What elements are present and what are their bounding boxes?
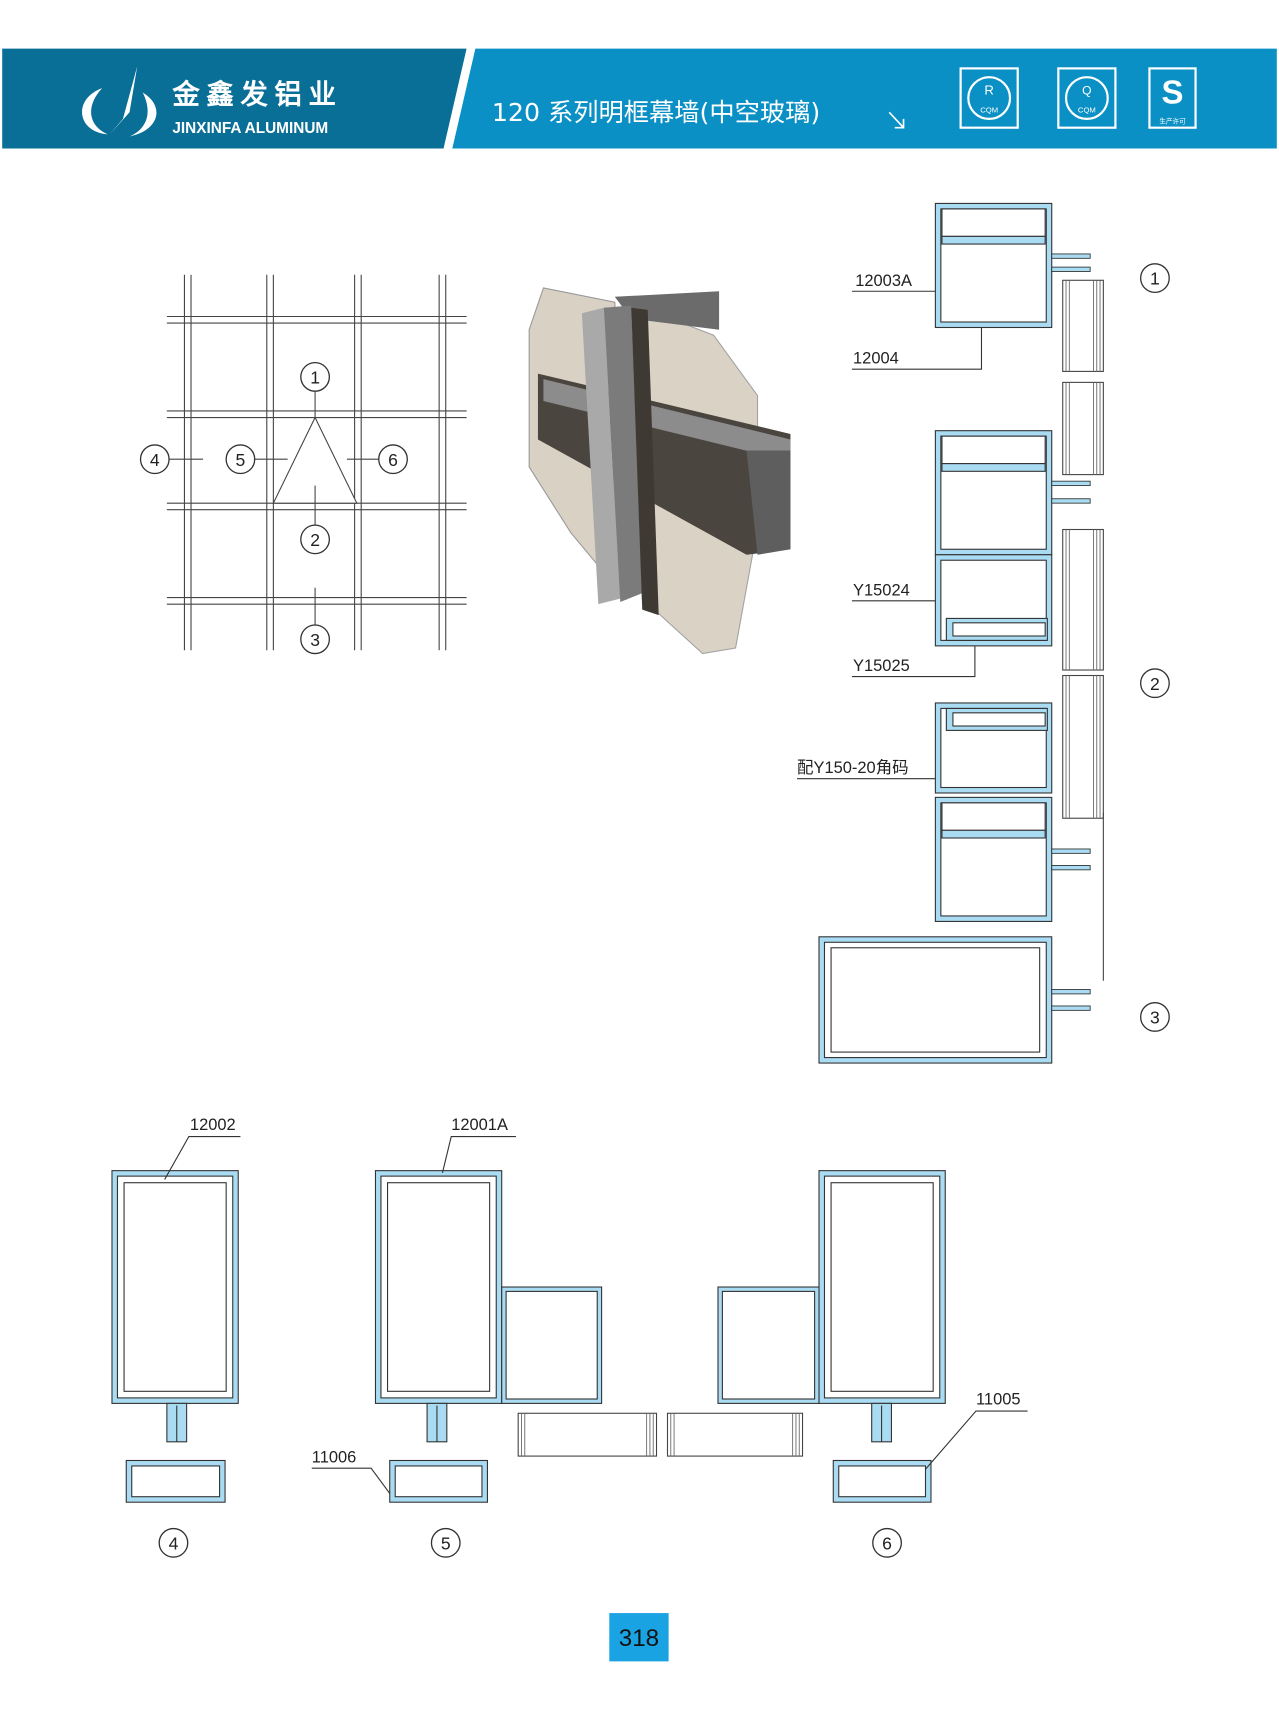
right-section-labels: 12003A 12004 Y15024 Y15025 配Y150-20角码 bbox=[797, 272, 983, 780]
glass-unit bbox=[1062, 528, 1104, 671]
elevation-grid-diagram bbox=[166, 274, 467, 651]
label-12002: 12002 bbox=[190, 1116, 236, 1134]
qs-badge-caption: 生产许可 bbox=[1159, 116, 1186, 125]
section-marker-circle bbox=[158, 1527, 189, 1558]
label-Y15024: Y15024 bbox=[853, 581, 910, 599]
label-11006: 11006 bbox=[312, 1449, 357, 1467]
profile-web bbox=[941, 829, 1046, 839]
profile-cavity bbox=[394, 1465, 483, 1498]
fixing-fin bbox=[1051, 253, 1091, 259]
elevation-marker-number: 4 bbox=[150, 450, 160, 470]
elevation-marker-number: 5 bbox=[236, 450, 246, 470]
section-marker-number: 3 bbox=[1150, 1008, 1160, 1028]
qs-letter: S bbox=[1162, 74, 1184, 111]
profile-cavity bbox=[386, 1182, 491, 1392]
fixing-fin bbox=[1051, 989, 1091, 995]
profile-web bbox=[941, 235, 1046, 245]
profile-cavity bbox=[952, 622, 1046, 637]
section-marker-circle bbox=[1140, 263, 1170, 294]
elevation-marker-circle bbox=[300, 524, 331, 555]
top-chamber bbox=[941, 208, 1046, 237]
q-letter: Q bbox=[1082, 84, 1091, 98]
profile-cavity bbox=[838, 1465, 927, 1498]
section-marker-number: 2 bbox=[1150, 674, 1160, 694]
page-number-box: 318 bbox=[609, 1613, 669, 1662]
glass-unit bbox=[1062, 381, 1104, 476]
section-marker-number: 5 bbox=[441, 1533, 451, 1553]
profile-web bbox=[941, 463, 1046, 472]
glass-unit bbox=[517, 1412, 658, 1457]
profile-cavity bbox=[131, 1465, 221, 1498]
section-marker-circle bbox=[430, 1527, 461, 1558]
glass-unit bbox=[1062, 674, 1104, 819]
label-Y15025: Y15025 bbox=[853, 657, 910, 675]
elevation-marker-number: 3 bbox=[310, 630, 320, 650]
qs-production-license-icon: S 生产许可 bbox=[1148, 67, 1197, 129]
section-marker-circle bbox=[1140, 668, 1170, 699]
brand-name-en: JINXINFA ALUMINUM bbox=[172, 120, 328, 137]
section-marker-circle bbox=[872, 1527, 902, 1558]
bottom-section-labels: 12002 12001A 11006 11005 bbox=[164, 1116, 1028, 1494]
profile-cavity bbox=[830, 947, 1041, 1053]
fixing-fin bbox=[1051, 498, 1091, 504]
elevation-marker-circle bbox=[139, 444, 170, 475]
arrow-down-right-icon bbox=[888, 111, 905, 129]
fixing-fin bbox=[1051, 848, 1091, 854]
curtain-wall-3d-render bbox=[528, 287, 791, 655]
brand-name-cn: 金鑫发铝业 bbox=[171, 79, 342, 111]
profile-cavity bbox=[505, 1290, 598, 1400]
profile-cavity bbox=[952, 712, 1046, 727]
fixing-fin bbox=[1051, 865, 1091, 871]
glass-unit bbox=[1062, 279, 1104, 372]
profile-cavity bbox=[721, 1290, 816, 1400]
elevation-marker-number: 6 bbox=[388, 450, 398, 470]
label-11005: 11005 bbox=[976, 1390, 1021, 1408]
section-marker-circle bbox=[1140, 1002, 1170, 1032]
elevation-marker-circle bbox=[300, 624, 331, 655]
elevation-marker-number: 1 bbox=[310, 367, 320, 387]
q-badge-caption: CQM bbox=[1078, 105, 1096, 114]
header-banner: 金鑫发铝业 JINXINFA ALUMINUM 120 系列明框幕墙(中空玻璃)… bbox=[2, 48, 1277, 149]
top-chamber bbox=[941, 435, 1046, 465]
glass-unit bbox=[666, 1412, 804, 1457]
detail-markers: 1 2 3 4 5 6 1 2 3 4 5 6 bbox=[139, 263, 1170, 1558]
profile-cavity bbox=[123, 1182, 227, 1392]
elevation-marker-number: 2 bbox=[310, 530, 320, 550]
page-title: 120 系列明框幕墙(中空玻璃) bbox=[492, 98, 820, 127]
fixing-fin bbox=[1051, 480, 1091, 487]
logo-icon bbox=[82, 66, 157, 137]
fixing-fin bbox=[1051, 1005, 1091, 1011]
q-cqm-certification-icon: Q CQM bbox=[1057, 67, 1117, 129]
label-12004: 12004 bbox=[853, 350, 899, 368]
section-marker-number: 6 bbox=[882, 1533, 892, 1553]
elevation-marker-circle bbox=[378, 444, 408, 475]
label-corner-connector: 配Y150-20角码 bbox=[797, 759, 909, 777]
section-marker-number: 4 bbox=[169, 1533, 179, 1553]
label-12003A: 12003A bbox=[855, 272, 912, 290]
vertical-section-diagram bbox=[818, 202, 1104, 1064]
fixing-fin bbox=[1051, 266, 1091, 272]
horizontal-section-diagram bbox=[111, 1170, 946, 1503]
page-number: 318 bbox=[619, 1625, 659, 1652]
r-letter: R bbox=[984, 83, 994, 98]
top-chamber bbox=[941, 802, 1046, 831]
profile-cavity bbox=[830, 1182, 934, 1392]
elevation-marker-circle bbox=[225, 444, 256, 475]
label-12001A: 12001A bbox=[451, 1116, 508, 1134]
r-badge-caption: CQM bbox=[980, 105, 998, 114]
section-marker-number: 1 bbox=[1150, 269, 1160, 289]
elevation-marker-circle bbox=[300, 361, 331, 392]
r-cqm-certification-icon: R CQM bbox=[959, 67, 1019, 129]
